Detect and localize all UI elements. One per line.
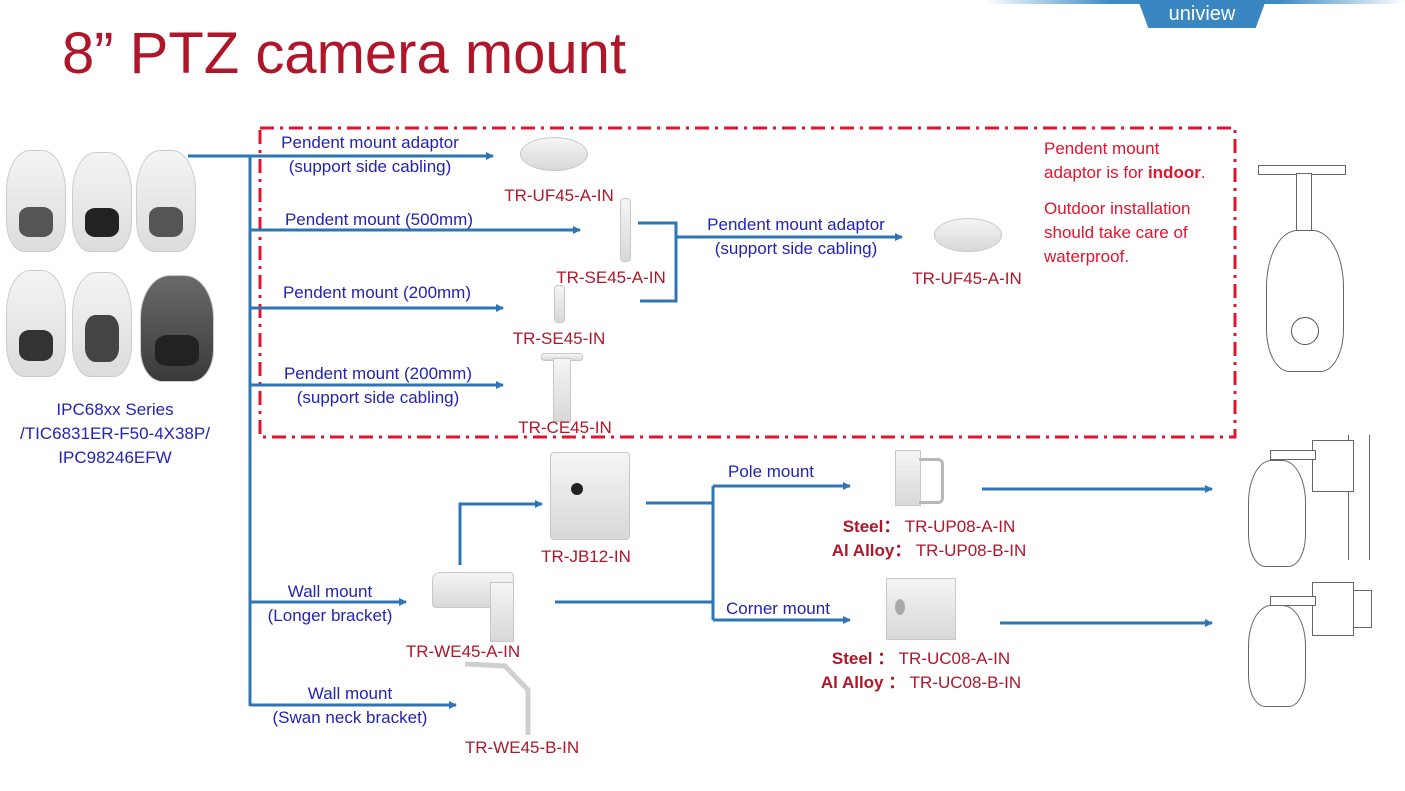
note-line: adaptor is for indoor. xyxy=(1044,161,1206,185)
model-tr-se45-a-in: TR-SE45-A-IN xyxy=(556,268,666,287)
label-line: (support side cabling) xyxy=(714,239,878,258)
box-outline xyxy=(1312,582,1354,636)
pendent-adaptor-image xyxy=(520,137,588,171)
alloy-model-line: Al Alloy： TR-UP08-B-IN xyxy=(820,539,1038,563)
label-wall-longer: Wall mount (Longer bracket) xyxy=(256,580,404,628)
model-tr-ce45-in: TR-CE45-IN xyxy=(518,418,612,437)
model-tr-uf45-a-in-2: TR-UF45-A-IN xyxy=(912,269,1022,288)
adaptor-image xyxy=(934,218,1002,252)
material-label: Al Alloy ： xyxy=(820,673,906,692)
corner-mount-models: Steel ： TR-UC08-A-IN Al Alloy ： TR-UC08-… xyxy=(808,647,1034,695)
label-pole-mount: Pole mount xyxy=(728,462,814,481)
material-label: Steel ： xyxy=(831,649,895,668)
pendent-200-image xyxy=(554,285,565,323)
caption-line: IPC98246EFW xyxy=(58,448,172,467)
label-line: Wall mount xyxy=(287,582,373,601)
box-outline xyxy=(1312,440,1354,492)
label-pendent-adaptor: Pendent mount adaptor (support side cabl… xyxy=(260,131,480,179)
ptz-camera-icon xyxy=(6,150,66,252)
pendent-500-image xyxy=(620,198,631,262)
label-corner-mount: Corner mount xyxy=(726,599,830,618)
ptz-camera-icon xyxy=(136,150,196,252)
ptz-camera-icon xyxy=(72,272,132,377)
label-line: (support side cabling) xyxy=(296,388,460,407)
note-line: should take care of xyxy=(1044,223,1188,242)
caption-line: /TIC6831ER-F50-4X38P/ xyxy=(20,424,210,443)
camera-outline xyxy=(1266,230,1344,372)
label-pendent-200-side: Pendent mount (200mm) (support side cabl… xyxy=(268,362,488,410)
camera-outline xyxy=(1248,460,1306,567)
label-line: Pendent mount adaptor xyxy=(281,133,459,152)
junction-box-image xyxy=(550,452,630,540)
camera-outline xyxy=(1248,605,1306,707)
model-tr-se45-in: TR-SE45-IN xyxy=(512,329,606,348)
pendent-group-box xyxy=(258,126,1237,439)
pole-mount-clamp xyxy=(919,458,944,504)
model-number: TR-UC08-A-IN xyxy=(898,649,1011,668)
label-line: (support side cabling) xyxy=(288,157,452,176)
arrow-to-junction xyxy=(458,500,543,565)
pole-mount-models: Steel： TR-UP08-A-IN Al Alloy： TR-UP08-B-… xyxy=(820,515,1038,563)
page-title: 8” PTZ camera mount xyxy=(62,21,627,86)
note-emphasis: indoor xyxy=(1147,163,1201,182)
material-label: Al Alloy： xyxy=(831,541,912,560)
label-pendent-200: Pendent mount (200mm) xyxy=(282,283,472,302)
uniview-logo: uniview xyxy=(1138,0,1266,28)
note-text: adaptor is for xyxy=(1044,163,1148,182)
ptz-camera-icon xyxy=(72,152,132,252)
caption-line: IPC68xx Series xyxy=(56,400,174,419)
ptz-camera-icon xyxy=(140,275,214,382)
arm-outline xyxy=(1270,596,1316,606)
label-wall-swan: Wall mount (Swan neck bracket) xyxy=(264,682,436,730)
model-tr-we45-b-in: TR-WE45-B-IN xyxy=(464,738,580,757)
model-number: TR-UP08-A-IN xyxy=(904,517,1016,536)
steel-model-line: Steel ： TR-UC08-A-IN xyxy=(808,647,1034,671)
pole xyxy=(1296,173,1312,235)
label-line: (Longer bracket) xyxy=(267,606,393,625)
model-number: TR-UC08-B-IN xyxy=(909,673,1022,692)
corner-mount-image xyxy=(886,578,956,640)
note-line: Pendent mount xyxy=(1044,139,1160,158)
label-line: Pendent mount adaptor xyxy=(707,215,885,234)
alloy-model-line: Al Alloy ： TR-UC08-B-IN xyxy=(808,671,1034,695)
steel-model-line: Steel： TR-UP08-A-IN xyxy=(820,515,1038,539)
indoor-note: Pendent mount adaptor is for indoor. Out… xyxy=(1044,137,1206,269)
merge-line xyxy=(638,221,678,303)
label-line: Wall mount xyxy=(307,684,393,703)
arm-outline xyxy=(1270,450,1316,460)
model-tr-jb12-in: TR-JB12-IN xyxy=(541,547,631,566)
model-tr-uf45-a-in: TR-UF45-A-IN xyxy=(504,186,614,205)
camera-caption: IPC68xx Series /TIC6831ER-F50-4X38P/ IPC… xyxy=(10,398,220,470)
note-text: . xyxy=(1200,163,1206,182)
label-line: (Swan neck bracket) xyxy=(272,708,428,727)
pole-mount-image xyxy=(895,450,921,506)
model-number: TR-UP08-B-IN xyxy=(915,541,1027,560)
note-line: Outdoor installation xyxy=(1044,199,1191,218)
label-pendent-500: Pendent mount (500mm) xyxy=(284,210,474,229)
pendent-200-side-image xyxy=(553,358,571,422)
label-line: Pendent mount (200mm) xyxy=(283,364,473,383)
ptz-camera-icon xyxy=(6,270,66,377)
material-label: Steel： xyxy=(842,517,901,536)
label-adaptor: Pendent mount adaptor (support side cabl… xyxy=(688,213,904,261)
wall-longer-plate xyxy=(490,582,514,642)
note-line: waterproof. xyxy=(1044,247,1130,266)
model-tr-we45-a-in: TR-WE45-A-IN xyxy=(405,642,521,661)
